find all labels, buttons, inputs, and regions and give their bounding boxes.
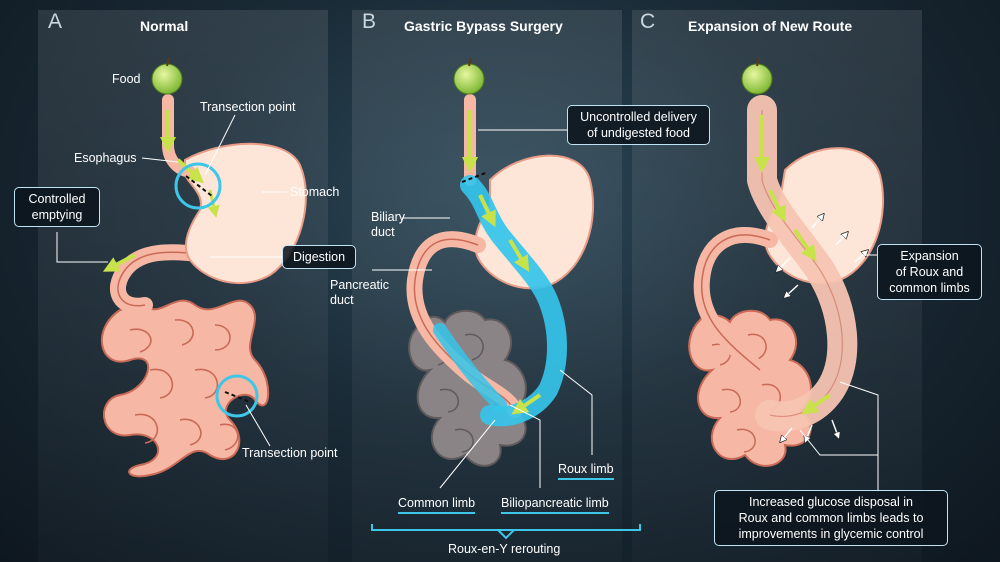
glucose-line-2: Roux and common limbs leads to (738, 511, 924, 525)
pancreatic-duct-label: Pancreatic duct (330, 278, 389, 308)
expansion-line-1: Expansion (900, 249, 959, 263)
glucose-line-3: improvements in glycemic control (738, 527, 924, 541)
expansion-arrow-icon (778, 216, 866, 440)
transection-point-bottom-label: Transection point (242, 446, 338, 460)
panel-a-anatomy (56, 57, 307, 478)
glucose-line-1: Increased glucose disposal in (749, 495, 913, 509)
expansion-box: Expansion of Roux and common limbs (877, 244, 982, 300)
pancreatic-duct-line-2: duct (330, 293, 354, 307)
expansion-line-3: common limbs (889, 281, 970, 295)
panel-b-title: Gastric Bypass Surgery (404, 18, 563, 34)
biliary-duct-line-1: Biliary (371, 210, 406, 224)
expansion-line-2: of Roux and (895, 265, 964, 279)
uncontrolled-delivery-line-2: of undigested food (587, 126, 690, 140)
panel-b-letter: B (362, 10, 377, 33)
glucose-disposal-box: Increased glucose disposal in Roux and c… (714, 490, 948, 546)
biliary-duct-label: Biliary duct (371, 210, 405, 240)
roux-en-y-rerouting-label: Roux-en-Y rerouting (448, 542, 561, 556)
transection-point-top-label: Transection point (200, 100, 296, 114)
food-label: Food (112, 72, 141, 86)
stomach-label: Stomach (290, 185, 340, 199)
pancreatic-duct-line-1: Pancreatic (330, 278, 390, 292)
panel-b-anatomy (371, 57, 641, 540)
uncontrolled-delivery-line-1: Uncontrolled delivery (580, 110, 697, 124)
biliopancreatic-limb-label: Biliopancreatic limb (501, 496, 609, 514)
controlled-emptying-line-1: Controlled (28, 192, 86, 206)
digestion-box: Digestion (282, 245, 356, 269)
uncontrolled-delivery-box: Uncontrolled delivery of undigested food (567, 105, 710, 145)
panel-c-anatomy (688, 57, 884, 492)
panel-c-backdrop (632, 10, 922, 562)
biliary-duct-line-2: duct (371, 225, 395, 239)
panel-c-title: Expansion of New Route (688, 18, 853, 34)
panel-b-backdrop (352, 10, 622, 562)
common-limb-label: Common limb (398, 496, 476, 514)
roux-limb-label: Roux limb (558, 462, 614, 480)
apple-icon (151, 57, 183, 95)
controlled-emptying-line-2: emptying (31, 208, 83, 222)
panel-c-letter: C (640, 10, 656, 33)
controlled-emptying-box: Controlled emptying (14, 187, 100, 227)
panel-a-title: Normal (140, 18, 189, 34)
panel-a-letter: A (48, 10, 63, 33)
panel-a-backdrop (38, 10, 328, 562)
transection-circle-icon (174, 162, 222, 210)
esophagus-label: Esophagus (74, 151, 137, 165)
